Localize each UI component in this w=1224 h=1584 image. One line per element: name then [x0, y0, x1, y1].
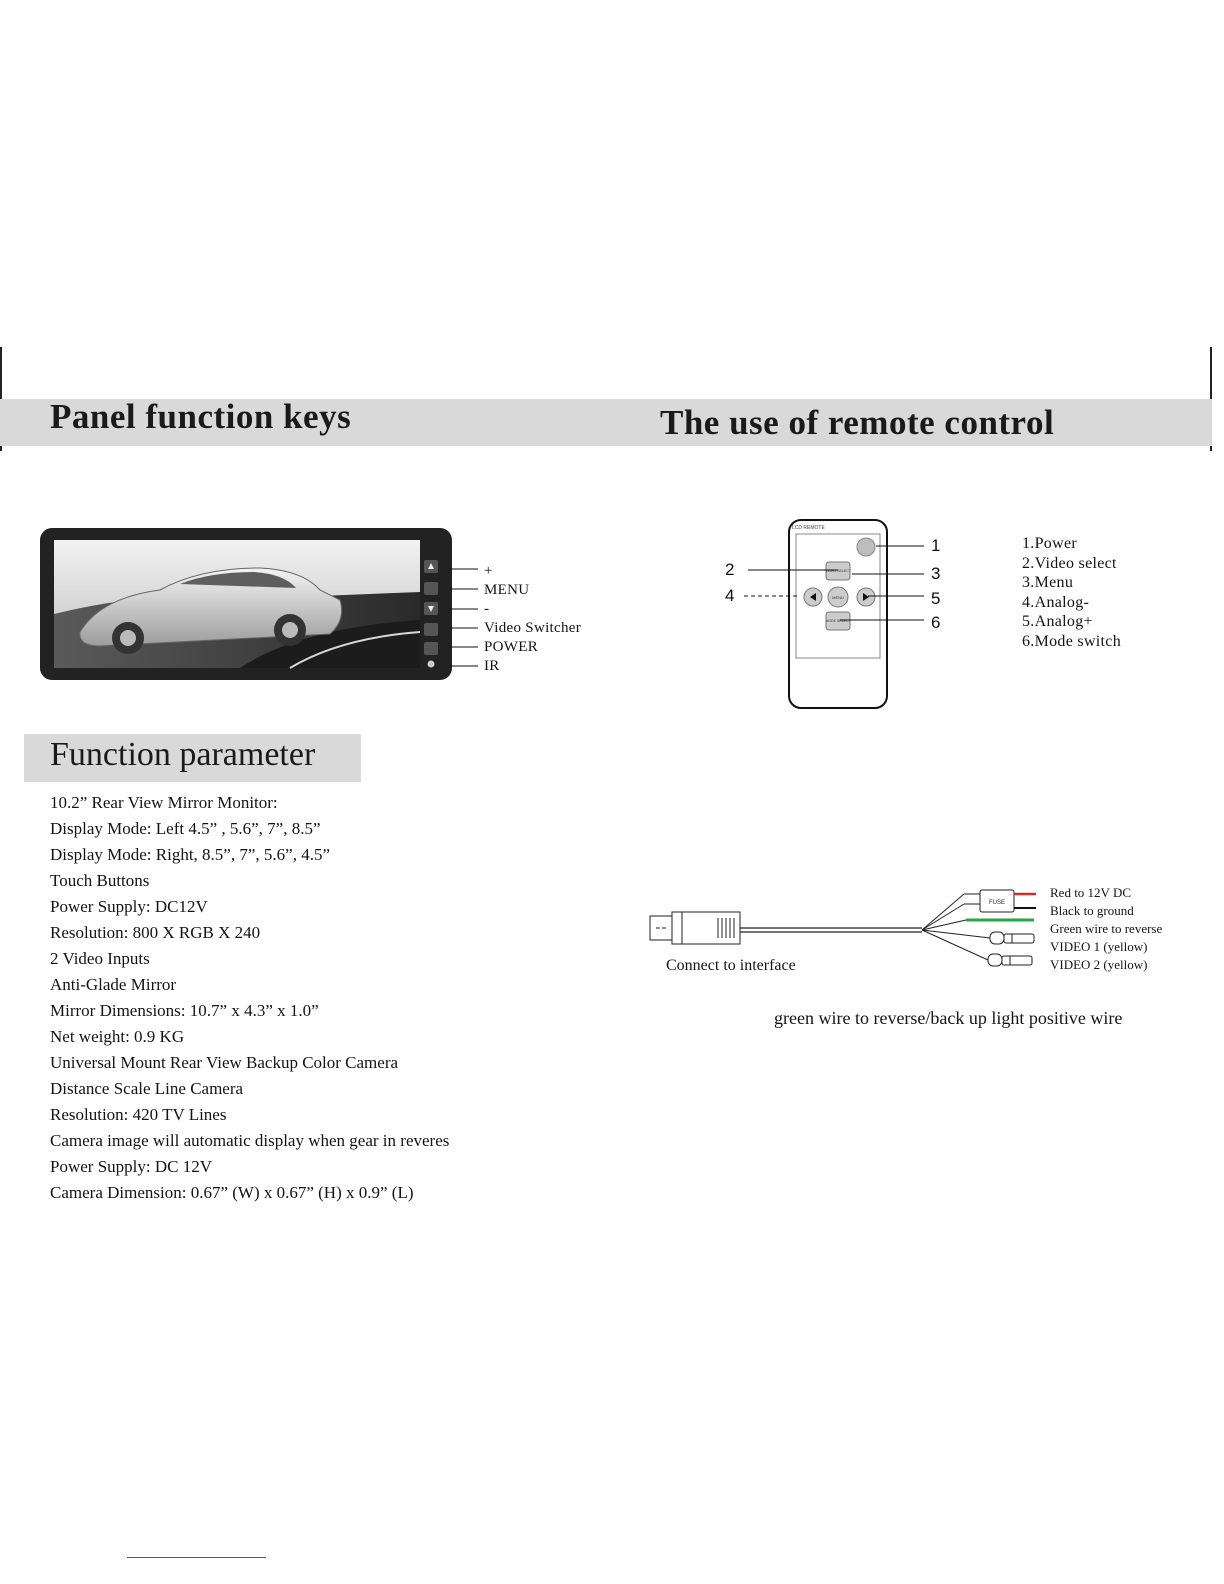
panel-keys-title: Panel function keys — [50, 397, 352, 436]
power-key-icon — [424, 642, 438, 655]
remote-control-title: The use of remote control — [660, 403, 1055, 442]
param-item: 2 Video Inputs — [50, 949, 150, 968]
wire-labels: Red to 12V DC Black to ground Green wire… — [1050, 884, 1162, 974]
callout-number-4: 4 — [725, 586, 735, 605]
function-parameter-list: 10.2” Rear View Mirror Monitor: Display … — [50, 790, 449, 1206]
function-parameter-header: Function parameter — [24, 734, 361, 782]
param-item: Mirror Dimensions: 10.7” x 4.3” x 1.0” — [50, 1001, 319, 1020]
legend-item-power: 1.Power — [1022, 535, 1077, 552]
wire-label-video2: VIDEO 2 (yellow) — [1050, 957, 1148, 972]
mode-select-button-text: MODE SELECT — [825, 619, 851, 623]
param-item: Camera Dimension: 0.67” (W) x 0.67” (H) … — [50, 1183, 414, 1202]
video-select-button-text: VIDEO SELECT — [825, 569, 851, 573]
key-label-plus: + — [484, 563, 493, 579]
param-item: 10.2” Rear View Mirror Monitor: — [50, 793, 278, 812]
param-item: Display Mode: Left 4.5” , 5.6”, 7”, 8.5” — [50, 819, 321, 838]
param-item: Power Supply: DC 12V — [50, 1157, 212, 1176]
wire-label-black: Black to ground — [1050, 903, 1134, 918]
param-item: Anti-Glade Mirror — [50, 975, 177, 994]
key-label-ir: IR — [484, 658, 500, 674]
function-parameter-title: Function parameter — [50, 736, 316, 773]
menu-key-icon — [424, 582, 438, 595]
callout-number-3: 3 — [931, 564, 941, 583]
ir-sensor-icon — [427, 660, 435, 668]
panel-key-labels: + MENU - Video Switcher POWER IR — [484, 562, 581, 676]
key-label-video-switcher: Video Switcher — [484, 620, 582, 636]
wiring-harness-diagram: FUSE — [649, 889, 1036, 967]
key-label-power: POWER — [484, 639, 538, 655]
video2-rca-jack — [987, 953, 1033, 967]
param-item: Display Mode: Right, 8.5”, 7”, 5.6”, 4.5… — [50, 845, 330, 864]
callout-number-6: 6 — [931, 613, 941, 632]
callout-number-1: 1 — [931, 536, 941, 555]
video-switch-key-icon — [424, 623, 438, 636]
key-label-minus: - — [484, 601, 490, 617]
menu-button-text: MENU — [832, 595, 844, 600]
power-button-icon — [856, 537, 876, 557]
callout-number-5: 5 — [931, 589, 941, 608]
legend-item-mode-switch: 6.Mode switch — [1022, 632, 1122, 650]
param-item: Camera image will automatic display when… — [50, 1131, 450, 1150]
remote-title-text: LCD REMOTE — [792, 525, 825, 531]
param-item: Resolution: 420 TV Lines — [50, 1105, 227, 1124]
wire-label-video1: VIDEO 1 (yellow) — [1050, 939, 1148, 954]
green-wire-note: green wire to reverse/back up light posi… — [774, 1008, 1123, 1028]
remote-button-legend: 1.Power 2.Video select 3.Menu 4.Analog- … — [1022, 534, 1121, 651]
mirror-monitor-illustration — [40, 528, 452, 680]
remote-callout-lines — [744, 545, 924, 621]
param-item: Universal Mount Rear View Backup Color C… — [50, 1053, 399, 1072]
wire-label-red: Red to 12V DC — [1050, 885, 1132, 900]
param-item: Net weight: 0.9 KG — [50, 1027, 185, 1046]
video1-rca-jack — [989, 931, 1035, 945]
param-item: Power Supply: DC12V — [50, 897, 208, 916]
legend-item-menu: 3.Menu — [1022, 574, 1074, 591]
connector-caption: Connect to interface — [666, 957, 796, 974]
fuse-text: FUSE — [989, 900, 1005, 906]
param-item: Touch Buttons — [50, 871, 150, 890]
wire-label-green: Green wire to reverse — [1050, 921, 1163, 936]
param-item: Distance Scale Line Camera — [50, 1079, 244, 1098]
legend-item-analog-plus: 5.Analog+ — [1022, 613, 1093, 630]
legend-item-video-select: 2.Video select — [1022, 554, 1117, 572]
bottom-link-underline — [127, 1557, 266, 1558]
header-band — [0, 399, 1212, 446]
callout-number-2: 2 — [725, 560, 735, 579]
key-leader-lines — [450, 568, 478, 667]
key-label-menu: MENU — [484, 582, 530, 598]
param-item: Resolution: 800 X RGB X 240 — [50, 923, 261, 942]
legend-item-analog-minus: 4.Analog- — [1022, 593, 1090, 611]
